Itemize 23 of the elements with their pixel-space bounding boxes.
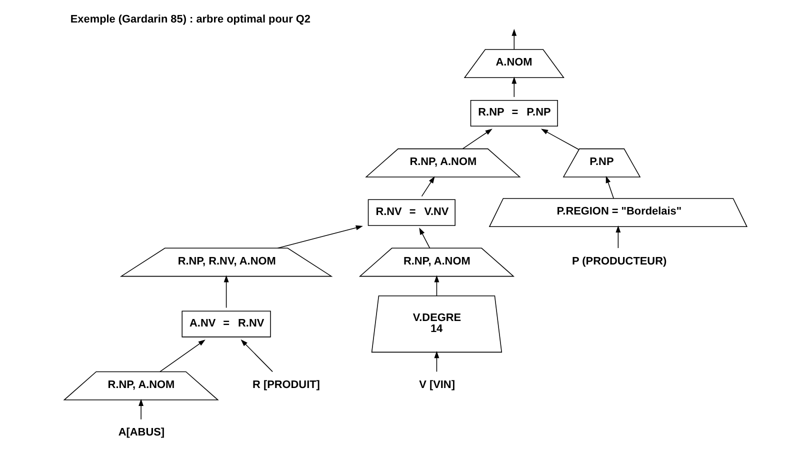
- node-box: A.NV = R.NV: [181, 310, 270, 338]
- arrow: [418, 228, 430, 248]
- arrow: [420, 176, 434, 197]
- arrow: [276, 225, 362, 249]
- node-box: R.NV = V.NV: [367, 199, 455, 226]
- node-box: R.NP = P.NP: [470, 100, 558, 127]
- arrow: [615, 226, 620, 248]
- arrow: [540, 128, 579, 150]
- node-text: R [PRODUIT]: [252, 378, 320, 391]
- arrow: [462, 128, 492, 150]
- arrow: [434, 351, 439, 372]
- diagram-title: Exemple (Gardarin 85) : arbre optimal pour Q2: [70, 13, 310, 26]
- arrow: [223, 275, 228, 308]
- arrow: [605, 176, 614, 199]
- node-text: V [VIN]: [418, 378, 454, 391]
- arrow: [511, 76, 516, 98]
- arrow: [434, 275, 439, 296]
- arrow: [138, 398, 144, 420]
- arrow: [511, 28, 516, 50]
- node-text: P (PRODUCTEUR): [572, 255, 666, 268]
- node-text: A[ABUS]: [118, 426, 164, 439]
- arrow: [240, 339, 272, 372]
- arrow: [159, 340, 205, 372]
